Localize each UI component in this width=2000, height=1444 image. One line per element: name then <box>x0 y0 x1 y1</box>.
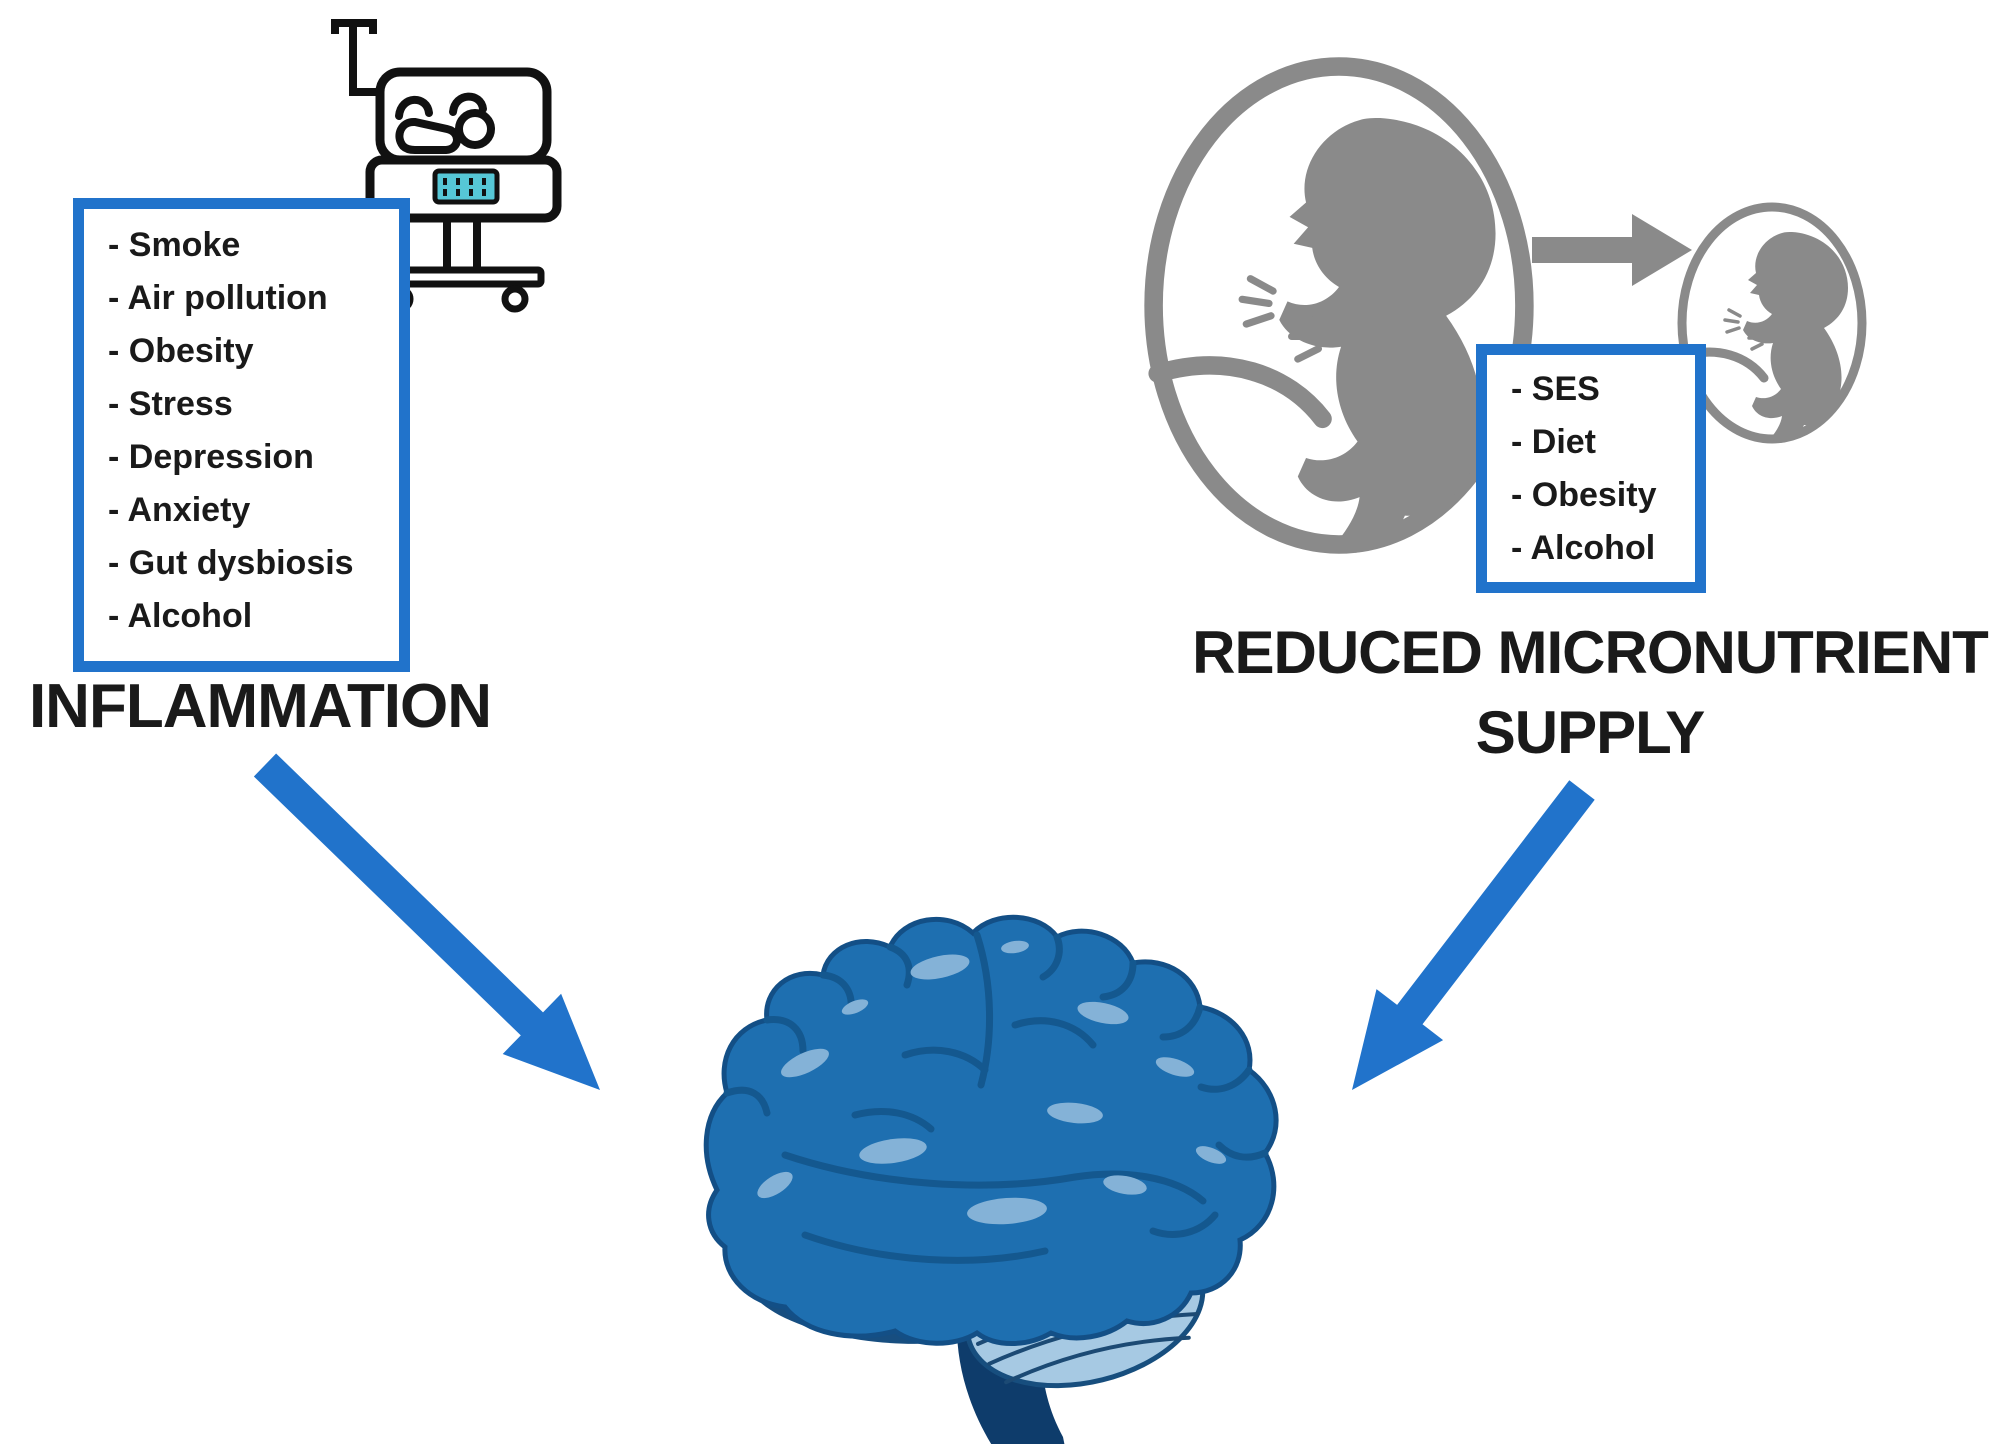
incubator-legs <box>443 218 481 270</box>
micronutrient-to-brain-arrow-icon <box>1352 780 1595 1090</box>
reduced-micronutrient-supply-line1: REDUCED MICRONUTRIENT <box>1192 619 1989 686</box>
infant-incubator-icon <box>331 19 562 313</box>
risk-factor-item: - Alcohol <box>1511 529 1656 567</box>
brain-icon <box>703 914 1279 1444</box>
reduced-micronutrient-supply-line2: SUPPLY <box>1475 699 1706 766</box>
incubator-baby-body <box>395 118 461 154</box>
brain-gyri <box>723 931 1269 1264</box>
micronutrient-risk-box: - SES - Diet - Obesity - Alcohol <box>1476 344 1706 593</box>
risk-factor-item: - Stress <box>108 385 233 423</box>
risk-factor-item: - Alcohol <box>108 597 253 635</box>
incubator-baby-head <box>455 109 495 149</box>
risk-factor-item: - Obesity <box>1511 476 1657 514</box>
inflammation-to-brain-arrow-icon <box>253 753 600 1090</box>
brain-cerebrum <box>703 914 1279 1346</box>
risk-factor-item: - Depression <box>108 438 314 476</box>
incubator-display <box>432 168 500 205</box>
risk-factor-item: - Smoke <box>108 226 241 264</box>
brain-highlights <box>757 940 1227 1225</box>
incubator-wheel-right <box>501 285 529 313</box>
micronutrient-risk-list: - SES - Diet - Obesity - Alcohol <box>1487 355 1695 575</box>
reduced-micronutrient-supply-label: REDUCED MICRONUTRIENT SUPPLY <box>1190 613 1990 773</box>
inflammation-label: INFLAMMATION <box>28 672 492 741</box>
incubator-baby-arm-arc <box>449 92 487 116</box>
risk-factor-item: - Obesity <box>108 332 254 370</box>
inflammation-risk-box: - Smoke - Air pollution - Obesity - Stress -… <box>73 198 410 672</box>
risk-factor-item: - Gut dysbiosis <box>108 544 354 582</box>
risk-factor-item: - Anxiety <box>108 491 251 529</box>
risk-factor-item: - SES <box>1511 370 1600 408</box>
incubator-display-dots <box>443 178 486 196</box>
fetal-growth-restriction-arrow-icon <box>1532 214 1692 286</box>
incubator-baby-leg-arc <box>395 95 433 120</box>
incubator-pole <box>331 19 385 96</box>
risk-factor-item: - Air pollution <box>108 279 328 317</box>
inflammation-risk-list: - Smoke - Air pollution - Obesity - Stress -… <box>84 209 399 643</box>
risk-factor-item: - Diet <box>1511 423 1596 461</box>
